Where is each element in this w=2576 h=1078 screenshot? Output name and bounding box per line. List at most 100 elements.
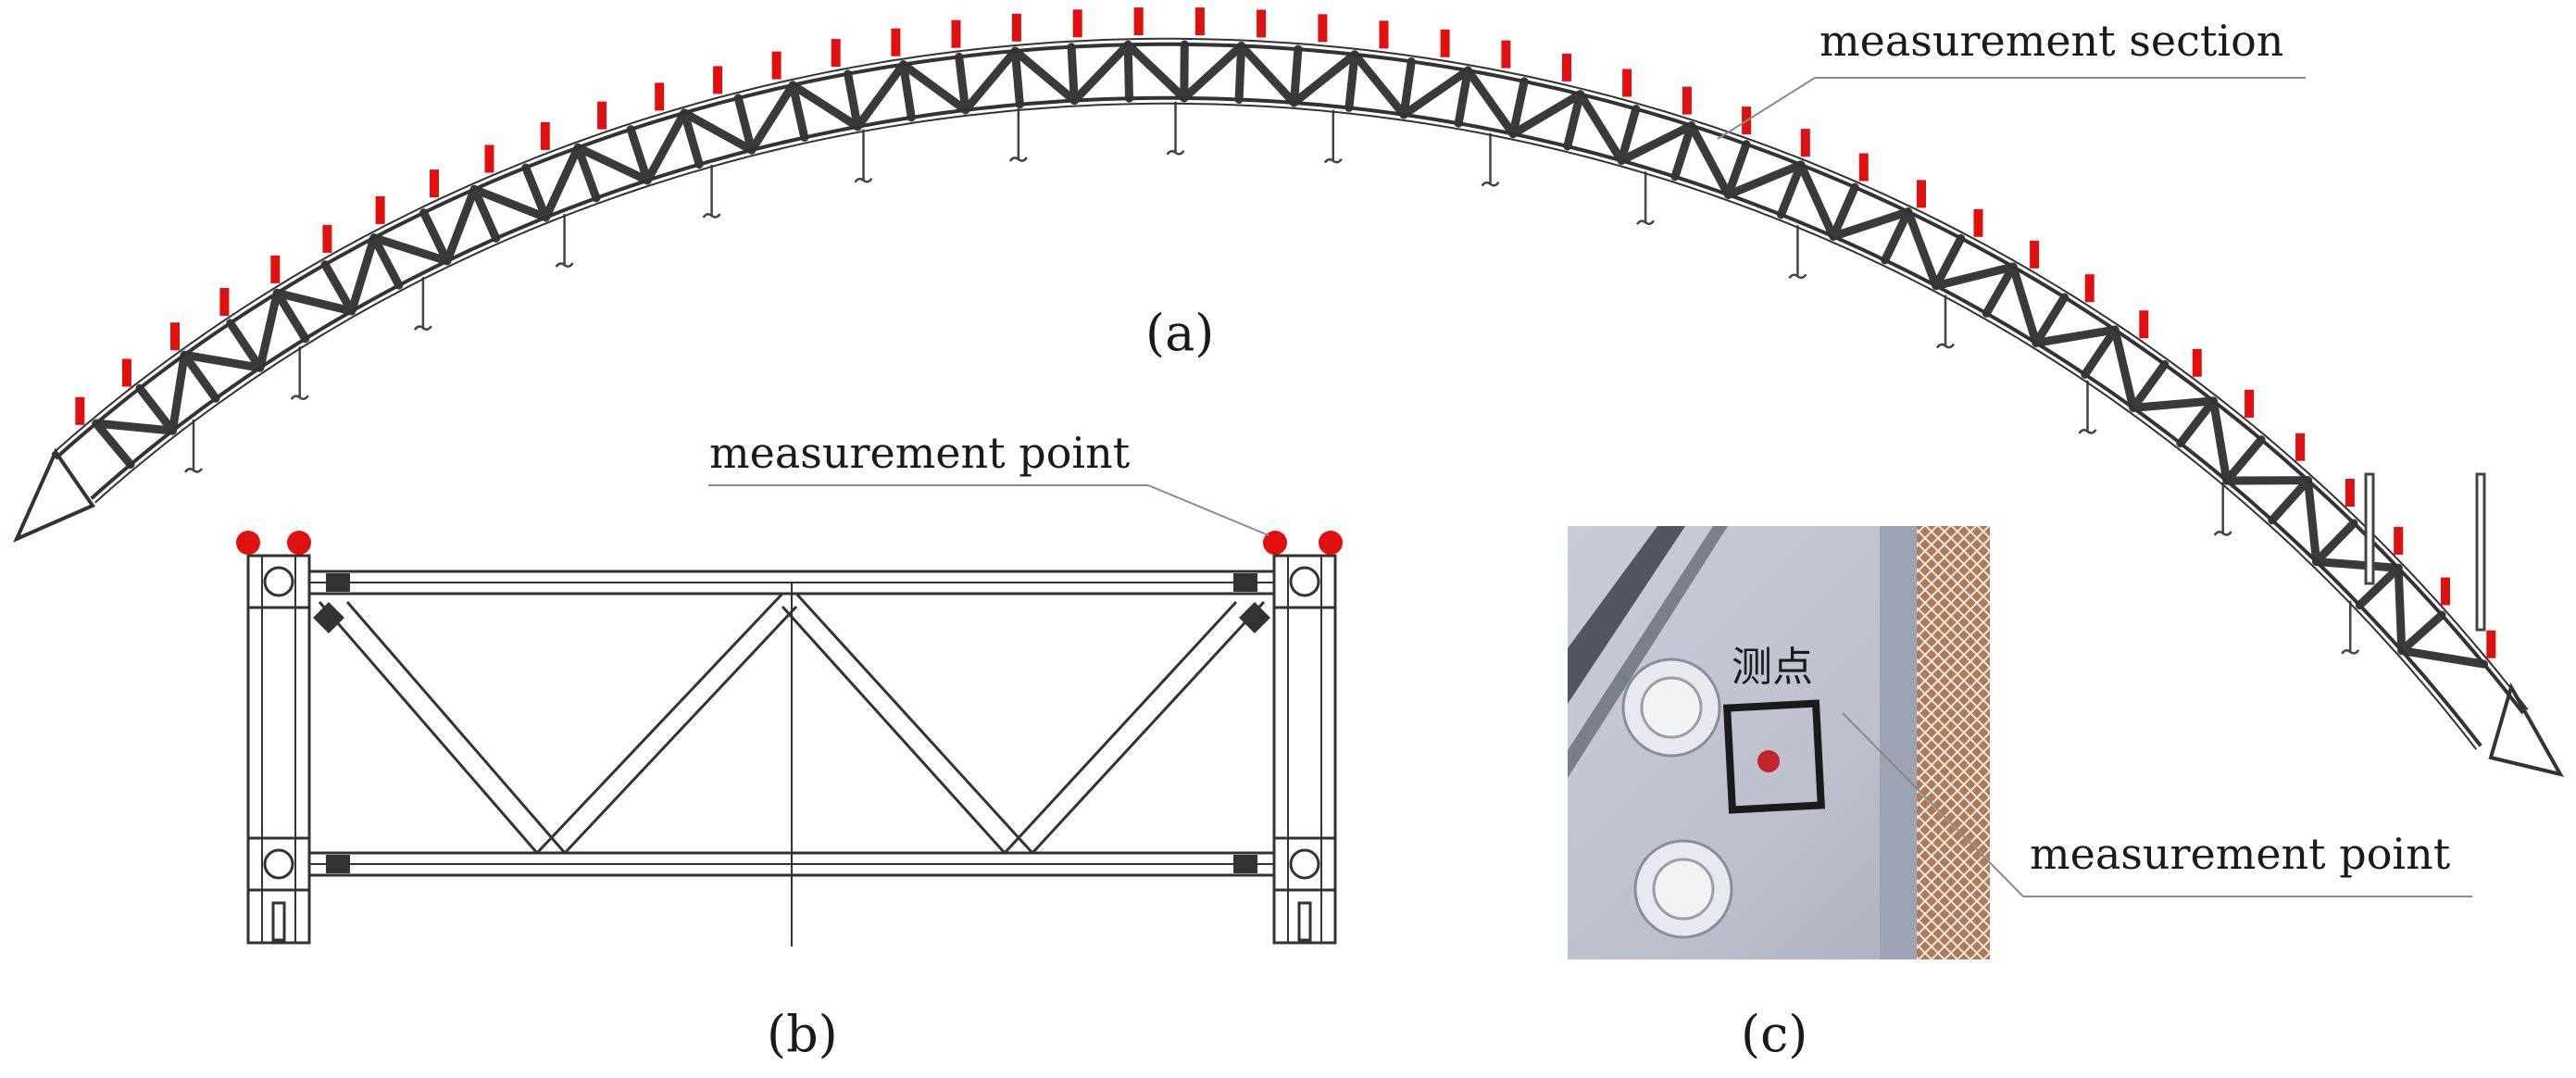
arch-diagonal <box>369 233 452 266</box>
arch-vertical <box>1290 44 1303 107</box>
measurement-section-marker <box>597 101 607 130</box>
arch-hanger <box>555 214 574 268</box>
arch-vertical <box>1617 105 1641 165</box>
arch-chord-line <box>90 95 2482 747</box>
left-column <box>246 554 311 945</box>
measurement-section-marker <box>713 66 723 94</box>
arch-vertical <box>2397 610 2446 656</box>
arch-vertical <box>1563 90 1585 151</box>
arch-diagonal <box>1290 50 1359 107</box>
measurement-section-marker <box>1973 208 1983 237</box>
arch-diagonal <box>2397 646 2489 669</box>
arch-diagonal <box>2394 563 2407 656</box>
section-label: measurement section <box>1819 16 2283 66</box>
arch-hanger <box>1636 171 1656 226</box>
arch-diagonal <box>1010 46 1079 106</box>
arch-vertical <box>844 69 862 132</box>
measurement-points <box>236 531 1343 555</box>
arch-diagonal <box>643 108 689 185</box>
arch-hanger <box>2341 600 2360 655</box>
arch-vertical <box>1670 121 1696 182</box>
panel-c-label: (c) <box>1741 1005 1807 1063</box>
arch-vertical <box>369 233 404 290</box>
arch-chord-line <box>54 42 2525 715</box>
measurement-section-marker <box>1800 129 1810 157</box>
arch-vertical <box>92 419 135 470</box>
arch-diagonal <box>573 143 652 185</box>
bolt-upper <box>1621 658 1721 758</box>
left-bottom-node <box>246 836 311 892</box>
arch-diagonal <box>853 60 907 132</box>
arch-diagonal <box>2312 558 2403 572</box>
arch-diagonal <box>2304 476 2321 566</box>
arch-hanger <box>1788 225 1807 280</box>
arch-chords <box>51 37 2529 750</box>
right-post-1 <box>2364 472 2375 585</box>
arch-hanger <box>1166 101 1185 156</box>
point-c-leader-line <box>1842 712 2024 897</box>
measurement-section-marker <box>1011 13 1021 42</box>
arch-diagonal <box>2208 396 2232 485</box>
arch-vertical <box>419 208 452 266</box>
measurement-section-marker <box>75 396 85 425</box>
arch-diagonal <box>1508 90 1585 139</box>
photo-handwriting: 测点 <box>1732 644 1813 691</box>
measurement-section-marker <box>891 28 901 56</box>
arch-diagonal <box>1123 40 1189 103</box>
arch-diagonal <box>899 60 970 115</box>
measurement-section-marker <box>2139 310 2149 339</box>
arch-vertical <box>1881 207 1913 265</box>
arch-diagonal <box>1350 50 1408 119</box>
arch-hanger <box>1481 132 1500 187</box>
arch-diagonal <box>347 233 379 316</box>
arch-vertical <box>135 383 177 435</box>
arch-diagonal <box>1904 207 1941 291</box>
arch-vertical <box>226 319 265 372</box>
arch-hanger <box>183 419 204 473</box>
measurement-section-marker <box>484 144 494 173</box>
right-column <box>1272 554 1337 945</box>
measurement-section-marker <box>1440 29 1450 57</box>
arch-hanger <box>2213 482 2232 536</box>
measurement-section-marker <box>2345 479 2355 507</box>
measurement-section-markers <box>75 7 2496 658</box>
arch-diagonal <box>1687 121 1732 199</box>
arch-vertical <box>626 125 652 185</box>
arch-vertical <box>2032 293 2069 347</box>
arch-diagonal <box>680 108 757 155</box>
arch-vertical <box>1180 40 1189 103</box>
arch-diagonal <box>961 46 1019 115</box>
measurement-section-marker <box>655 82 665 111</box>
site-photo: 测点 <box>1568 526 1990 959</box>
arch-vertical <box>1344 50 1359 112</box>
arch-diagonal <box>1069 40 1132 106</box>
arch-hanger <box>1323 109 1343 164</box>
arch-vertical <box>1982 262 2018 318</box>
measurement-section-marker <box>1858 153 1869 182</box>
measurement-section-marker <box>375 195 385 224</box>
arch-vertical <box>899 60 916 122</box>
right-post-2 <box>2475 472 2486 632</box>
arch-vertical <box>1777 160 1806 219</box>
measurement-section-marker <box>1072 9 1082 38</box>
arch-vertical <box>1234 42 1246 104</box>
bolt-lower <box>1633 839 1733 939</box>
arch-vertical <box>573 143 601 203</box>
arch-diagonal <box>1180 42 1246 103</box>
measurement-section-marker <box>121 358 131 387</box>
section-leader-line <box>1717 77 1816 140</box>
arch-diagonal <box>168 350 189 435</box>
arch-diagonal <box>2032 325 2120 347</box>
measurement-section-marker <box>951 19 961 48</box>
measurement-section-marker <box>170 322 180 351</box>
measurement-section-marker <box>219 288 230 316</box>
truss-cross-section <box>236 531 1343 946</box>
measurement-section-marker <box>1379 20 1389 49</box>
measurement-section-marker <box>1501 40 1511 69</box>
measurement-section-marker <box>771 51 782 80</box>
arch-diagonal <box>788 81 862 132</box>
arch-vertical <box>320 260 356 316</box>
gusset-plates <box>313 573 1270 873</box>
measurement-section-marker <box>1257 9 1267 38</box>
arch-vertical <box>1399 56 1416 119</box>
